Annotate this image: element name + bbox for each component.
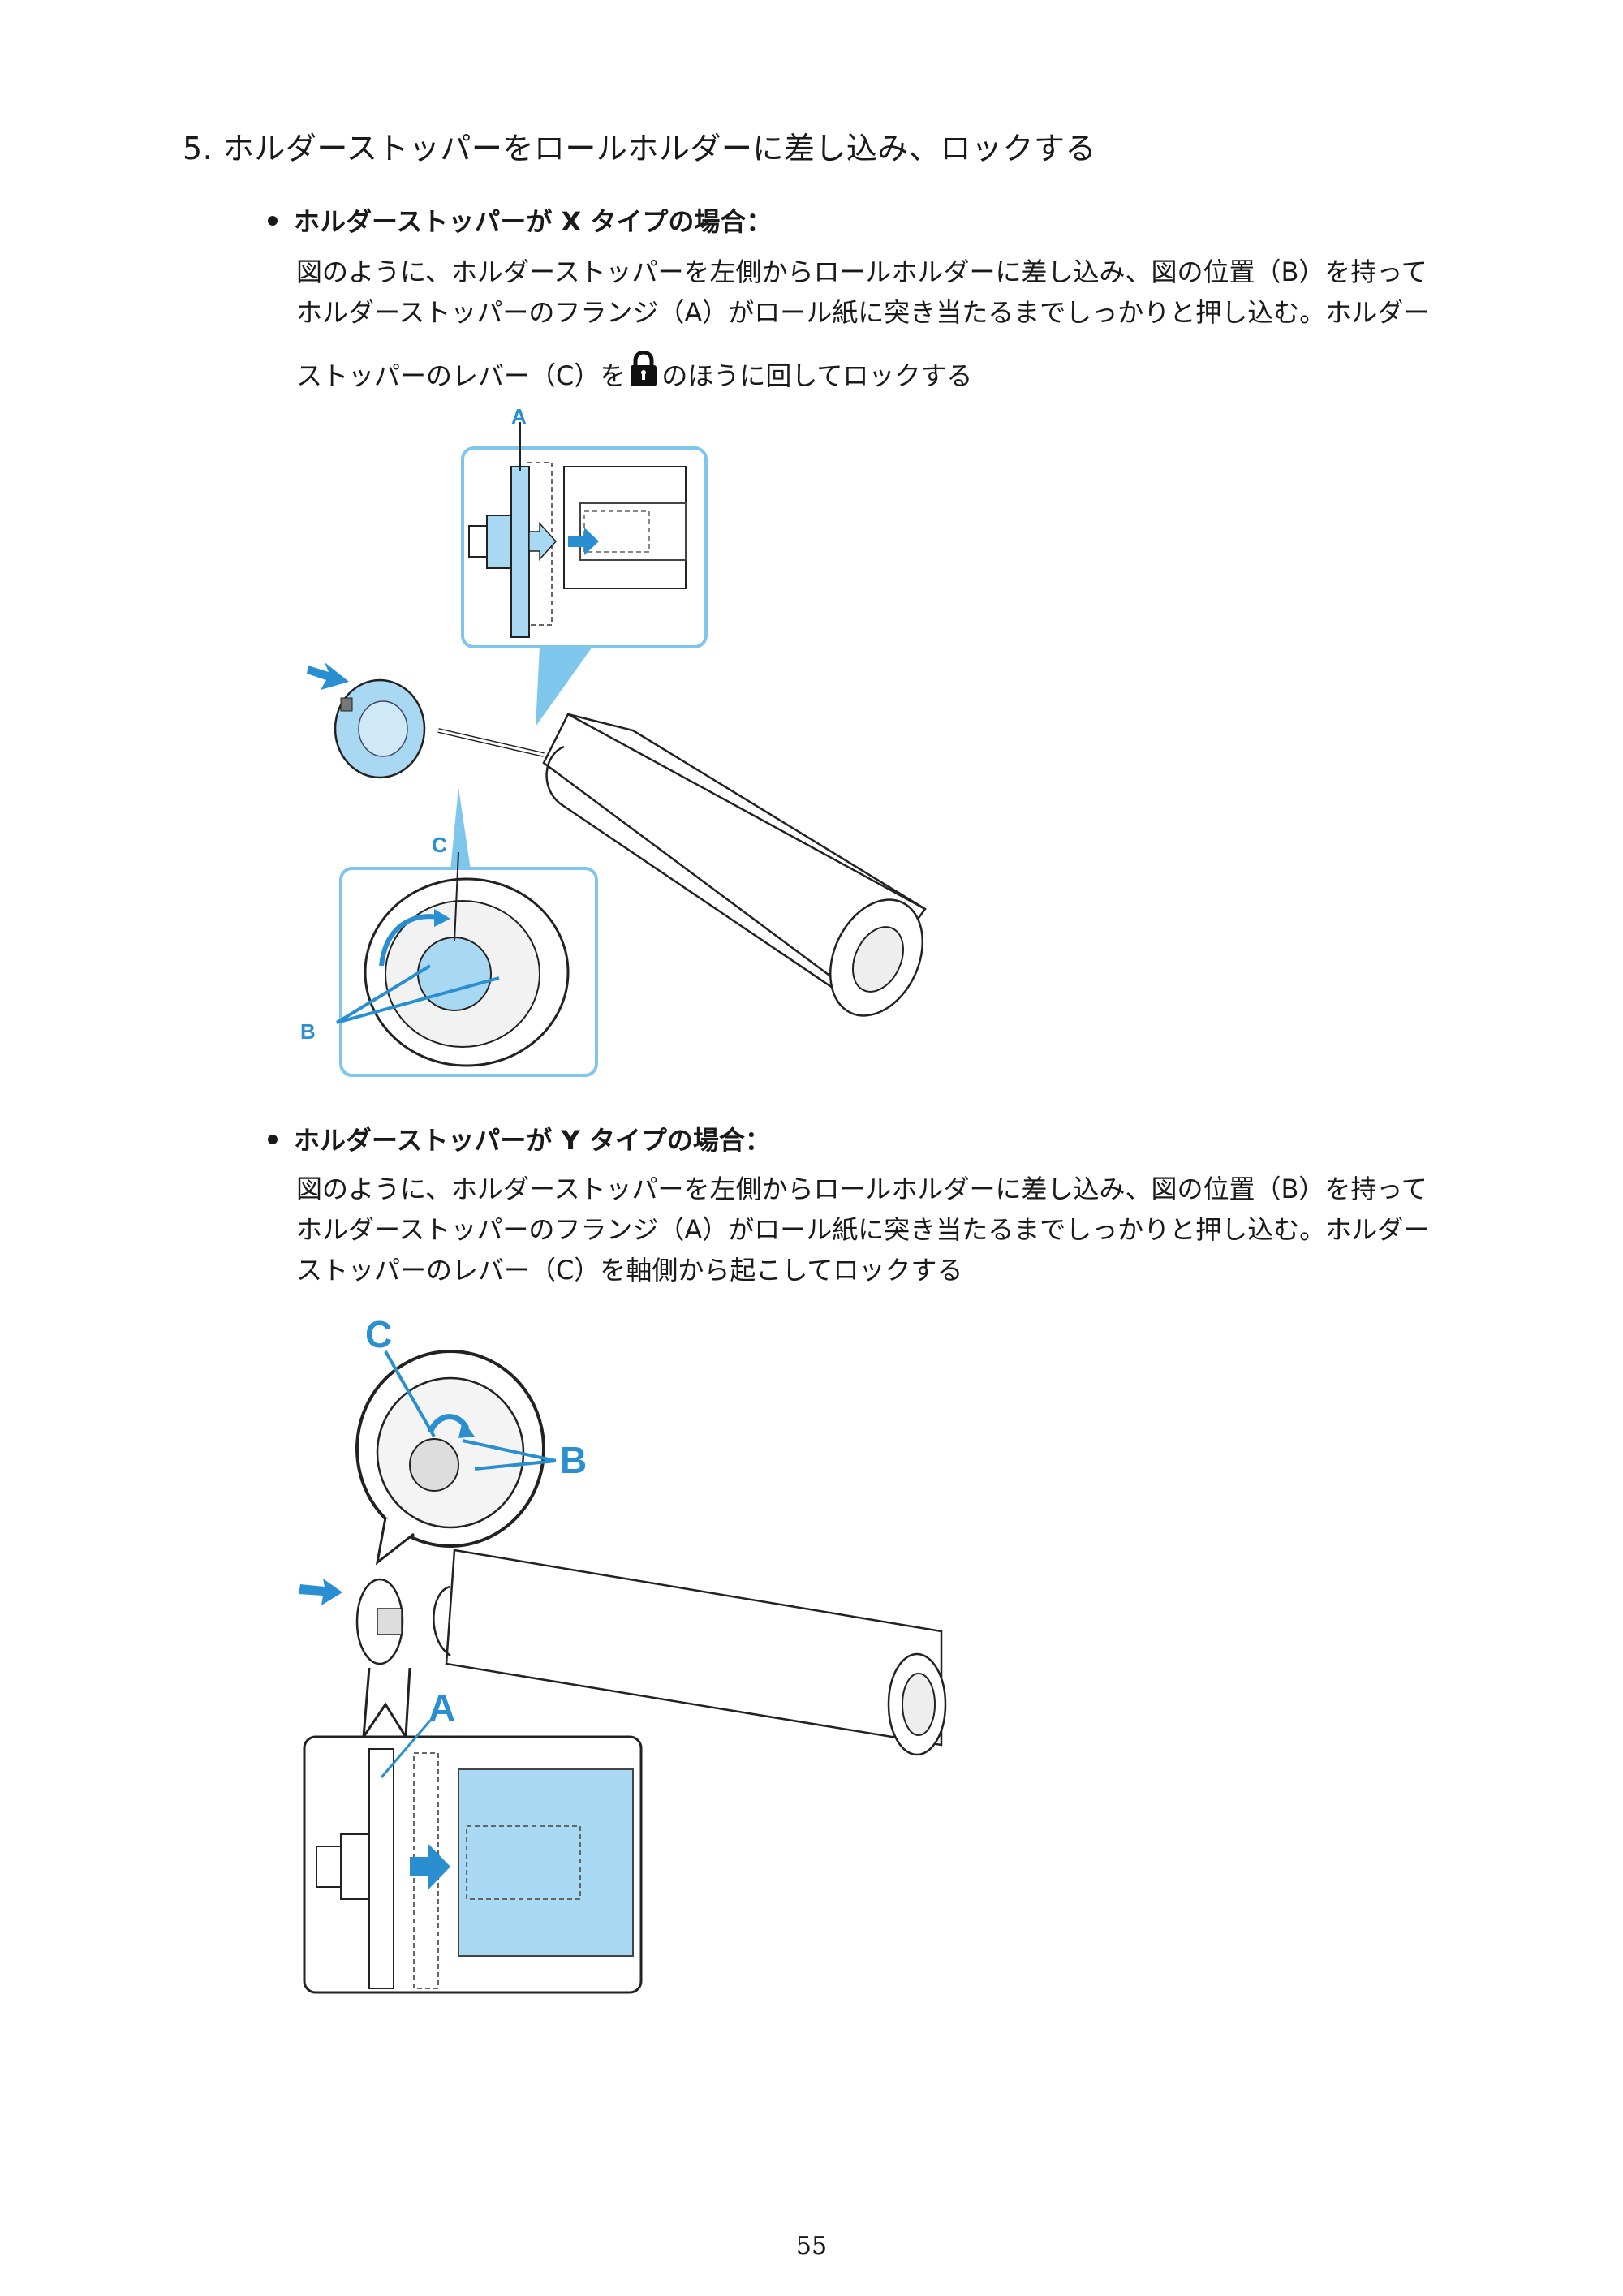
x-type-line-2: ホルダーストッパーのフランジ（A）がロール紙に突き当たるまでしっかりと押し込む。… <box>296 297 1430 328</box>
label-b: B <box>300 1019 316 1044</box>
label-a: A <box>511 406 527 429</box>
callout-lever-c: C B <box>300 787 598 1077</box>
lock-icon <box>631 351 657 386</box>
y-type-heading: ホルダーストッパーが Y タイプの場合： <box>268 1120 771 1157</box>
roll-paper <box>437 713 927 1017</box>
x-type-line-3-before: ストッパーのレバー（C）を <box>296 360 626 391</box>
y-type-line-2: ホルダーストッパーのフランジ（A）がロール紙に突き当たるまでしっかりと押し込む。… <box>296 1214 1430 1245</box>
callout-flange-a: A <box>461 406 708 726</box>
label-b-y: B <box>560 1439 587 1481</box>
callout-flange-a-y: A <box>303 1667 643 1994</box>
x-type-line-3-after: のほうに回してロックする <box>661 360 973 391</box>
page-number: 55 <box>795 2232 828 2260</box>
y-type-line-3: ストッパーのレバー（C）を軸側から起こしてロックする <box>296 1255 963 1286</box>
x-type-line-3: ストッパーのレバー（C）を のほうに回してロックする <box>296 351 972 396</box>
x-type-heading-text: ホルダーストッパーが X タイプの場合： <box>294 206 773 237</box>
x-type-heading: ホルダーストッパーが X タイプの場合： <box>268 201 772 239</box>
bullet-dot <box>268 1135 278 1144</box>
y-type-heading-text: ホルダーストッパーが Y タイプの場合： <box>294 1125 771 1156</box>
label-c-y: C <box>365 1313 392 1355</box>
label-a-y: A <box>428 1686 455 1729</box>
x-type-figure: A C B <box>300 406 927 1077</box>
label-c: C <box>432 833 447 857</box>
holder-stopper <box>307 662 426 779</box>
roll-paper-y <box>299 1549 947 1756</box>
callout-lever-y: C B <box>355 1313 587 1566</box>
x-type-line-1: 図のように、ホルダーストッパーを左側からロールホルダーに差し込み、図の位置（B）… <box>296 256 1427 287</box>
bullet-dot <box>268 216 278 226</box>
step-title: 5. ホルダーストッパーをロールホルダーに差し込み、ロックする <box>183 131 1096 166</box>
y-type-line-1: 図のように、ホルダーストッパーを左側からロールホルダーに差し込み、図の位置（B）… <box>296 1174 1427 1204</box>
y-type-paragraph: 図のように、ホルダーストッパーを左側からロールホルダーに差し込み、図の位置（B）… <box>296 1169 1481 1290</box>
x-type-paragraph: 図のように、ホルダーストッパーを左側からロールホルダーに差し込み、図の位置（B）… <box>296 252 1481 396</box>
y-type-figure: C B A <box>299 1313 947 1994</box>
